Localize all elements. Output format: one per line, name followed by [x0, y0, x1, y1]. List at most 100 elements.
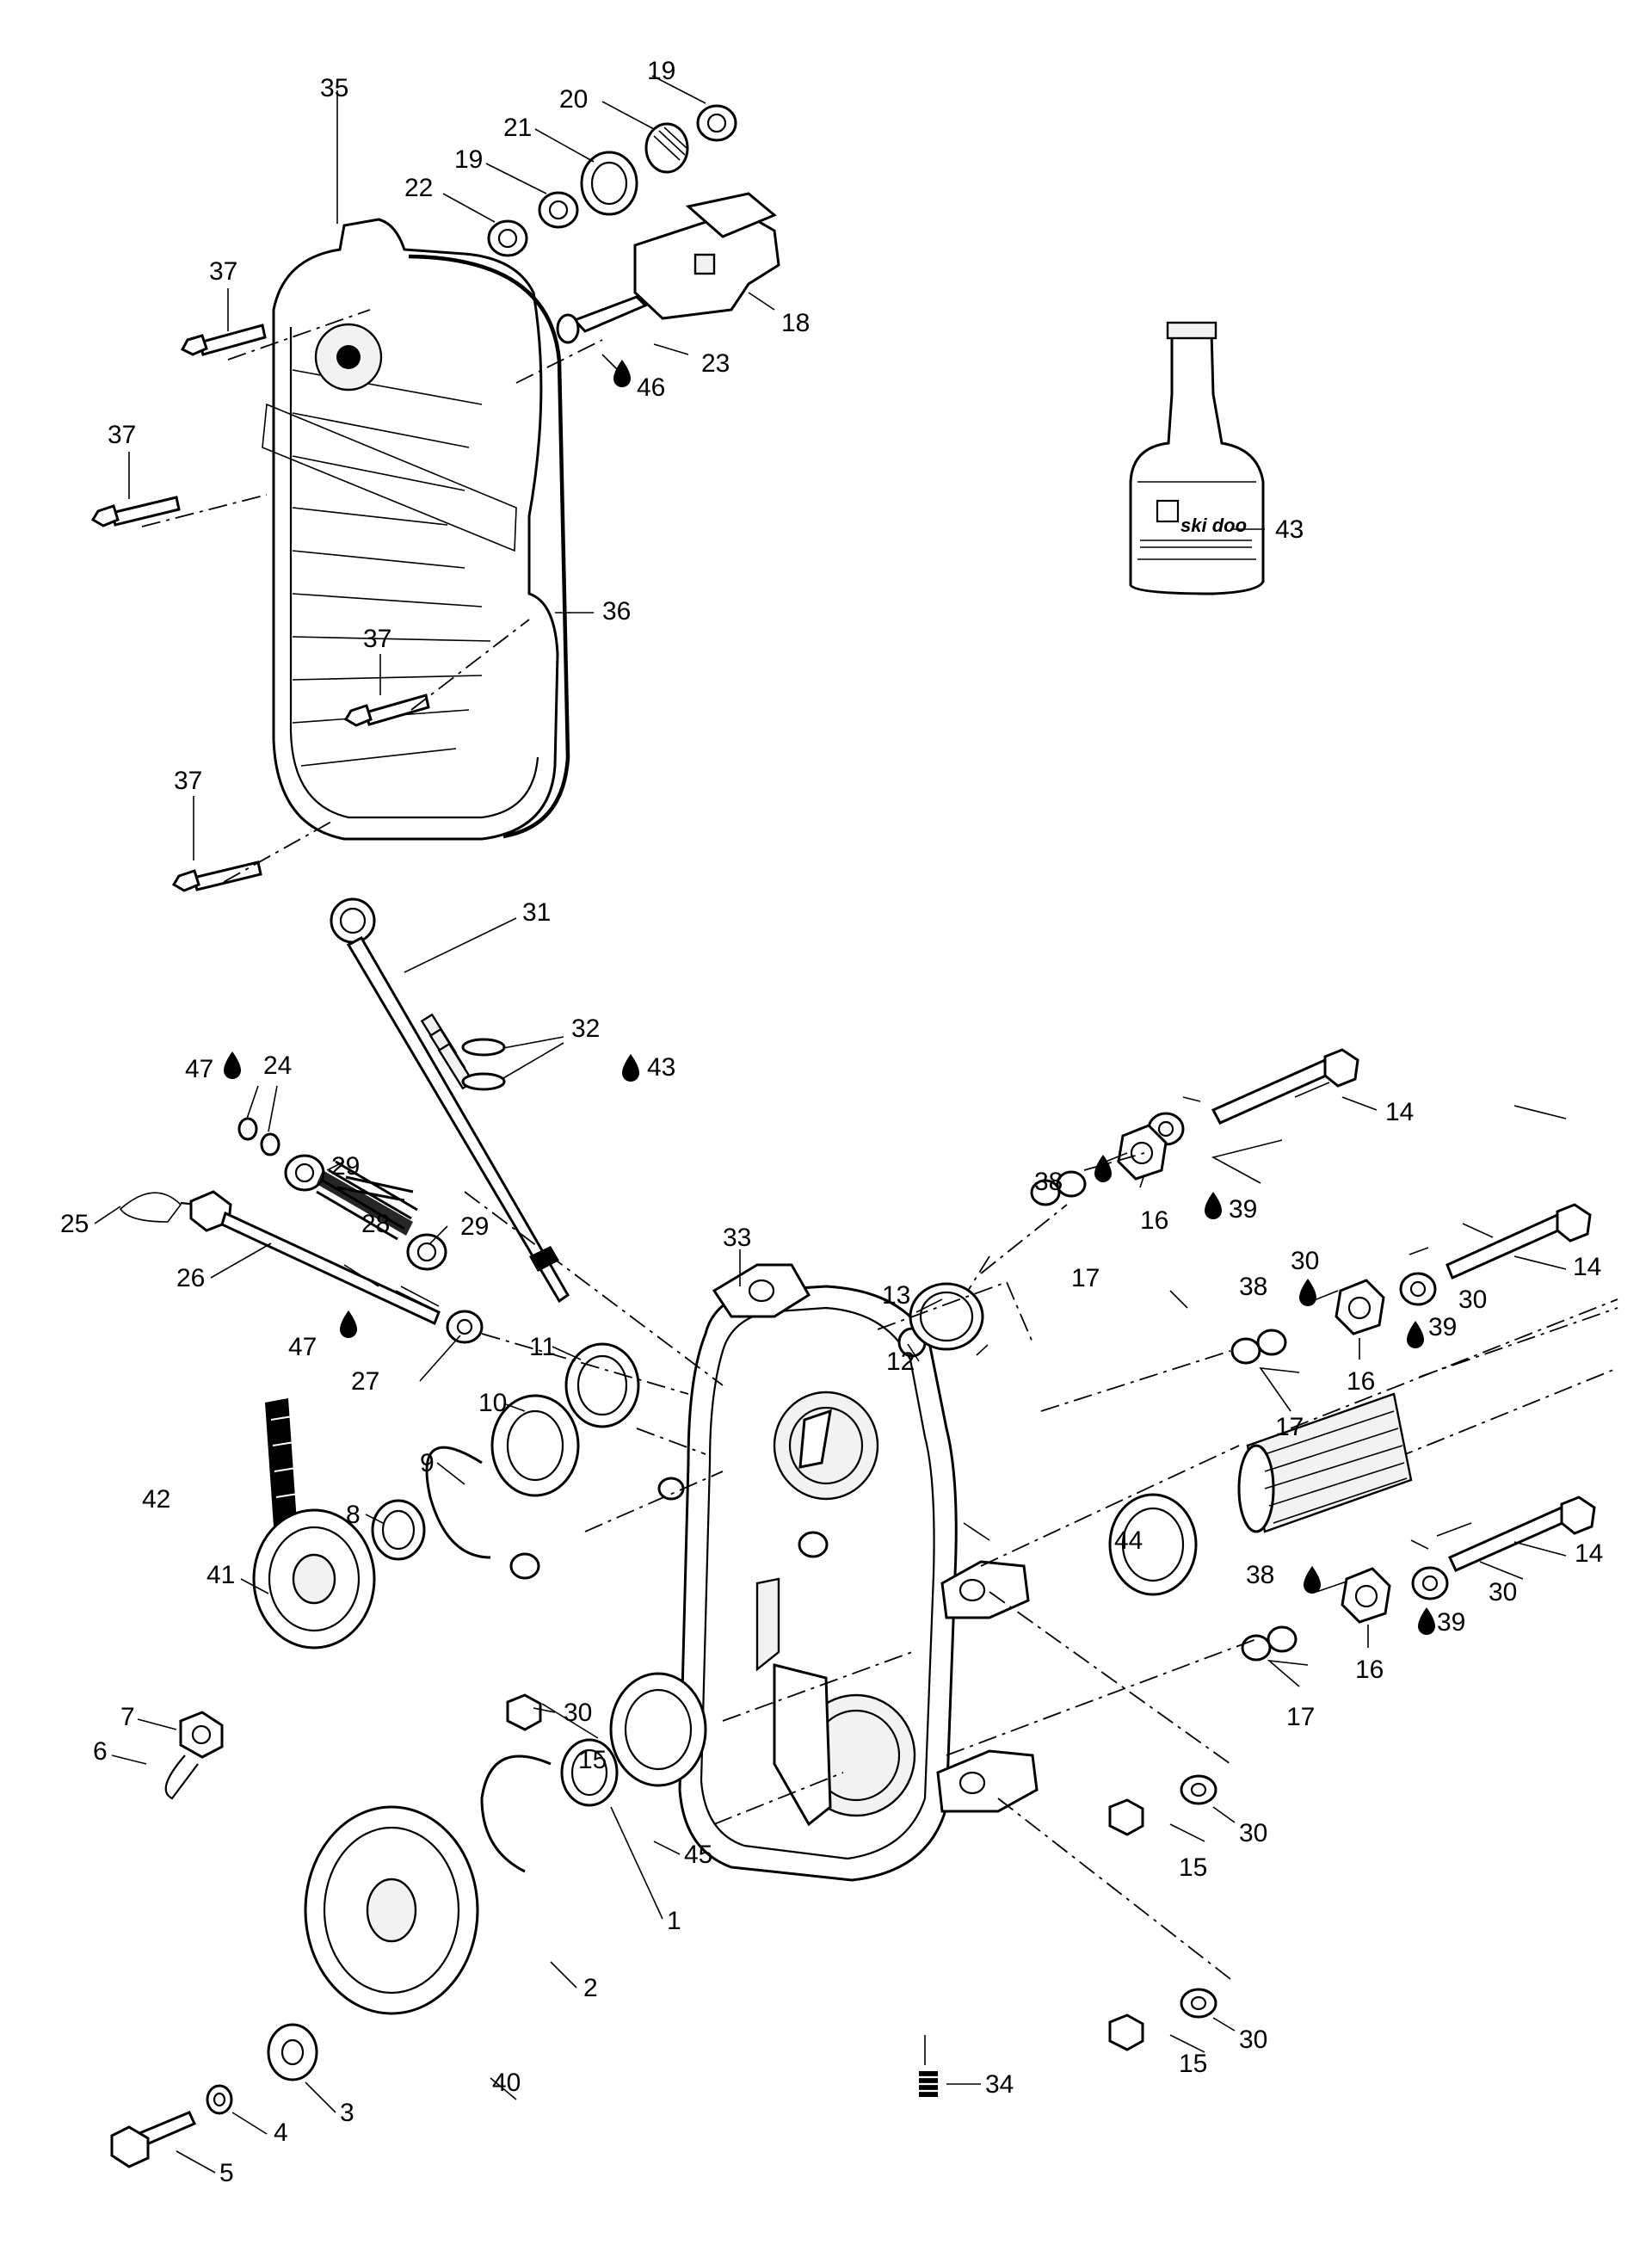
- callout-30: 30: [1239, 2026, 1267, 2054]
- callout-14: 14: [1385, 1098, 1414, 1126]
- oil-drop-icon: [1418, 1607, 1435, 1635]
- callout-24: 24: [263, 1051, 292, 1080]
- drain-plug: [919, 2071, 938, 2097]
- callout-8: 8: [346, 1501, 361, 1529]
- oil-drop-icon: [1304, 1566, 1321, 1594]
- callout-38: 38: [1034, 1168, 1063, 1196]
- callout-34: 34: [985, 2070, 1014, 2099]
- mounting-studs: [897, 1048, 1596, 2051]
- callout-30: 30: [1239, 1819, 1267, 1847]
- callout-46: 46: [637, 373, 665, 402]
- lower-sprocket-stack: [110, 1672, 707, 2168]
- callout-2: 2: [583, 1974, 598, 2002]
- callout-labels: 35 19 20 21 19 22 18 23 46 37 37 37 37 3…: [60, 57, 1603, 2187]
- oil-drop-icon: [224, 1051, 241, 1079]
- callout-18: 18: [781, 309, 810, 337]
- callout-14: 14: [1573, 1253, 1601, 1281]
- callout-47: 47: [185, 1055, 213, 1083]
- lubricant-drops: [224, 360, 1435, 1635]
- callout-29: 29: [460, 1212, 489, 1241]
- callout-21: 21: [503, 114, 532, 142]
- dipstick: [330, 897, 570, 1304]
- upper-sprocket-stack: [164, 1342, 640, 1800]
- callout-9: 9: [420, 1449, 435, 1477]
- callout-14: 14: [1575, 1539, 1603, 1568]
- callout-3: 3: [340, 2099, 354, 2127]
- callout-37: 37: [363, 625, 391, 653]
- callout-16: 16: [1140, 1206, 1168, 1235]
- assembly-center-lines: [141, 309, 1257, 1980]
- callout-33: 33: [723, 1224, 751, 1252]
- callout-37: 37: [108, 421, 136, 449]
- callout-29: 29: [331, 1152, 360, 1181]
- callout-30: 30: [1291, 1247, 1319, 1275]
- callout-1: 1: [667, 1907, 681, 1935]
- callout-11: 11: [529, 1333, 556, 1361]
- callout-13: 13: [882, 1281, 910, 1310]
- callout-43: 43: [647, 1053, 675, 1082]
- leader-lines: [94, 75, 1567, 2174]
- callout-39: 39: [1437, 1608, 1465, 1637]
- callout-16: 16: [1355, 1656, 1384, 1684]
- callout-5: 5: [219, 2159, 234, 2187]
- adjuster-assembly: [119, 1117, 484, 1344]
- callout-44: 44: [1114, 1526, 1143, 1555]
- callout-10: 10: [478, 1389, 507, 1417]
- callout-23: 23: [701, 349, 730, 378]
- chaincase-cover: [262, 218, 570, 841]
- bottle-brand-text: ski doo: [1180, 515, 1247, 536]
- callout-37: 37: [209, 257, 237, 286]
- callout-22: 22: [404, 174, 433, 202]
- oil-drop-icon: [622, 1054, 639, 1082]
- callout-31: 31: [522, 898, 551, 927]
- callout-32: 32: [571, 1014, 600, 1043]
- callout-12: 12: [886, 1347, 915, 1376]
- callout-15: 15: [1179, 1853, 1207, 1882]
- callout-17: 17: [1286, 1703, 1315, 1731]
- callout-35: 35: [320, 74, 348, 102]
- callout-15: 15: [578, 1746, 607, 1774]
- callout-30: 30: [1489, 1578, 1517, 1606]
- callout-19: 19: [454, 145, 483, 174]
- oil-drop-icon: [613, 360, 631, 387]
- callout-19: 19: [647, 57, 675, 85]
- callout-20: 20: [559, 85, 588, 114]
- oil-drop-icon: [1299, 1279, 1316, 1306]
- tensioner-assembly: [487, 104, 780, 344]
- callout-42: 42: [142, 1485, 170, 1514]
- callout-17: 17: [1275, 1413, 1304, 1441]
- callout-40: 40: [492, 2069, 521, 2097]
- callout-30: 30: [1458, 1286, 1487, 1314]
- callout-36: 36: [602, 597, 631, 626]
- oil-drop-icon: [340, 1310, 357, 1338]
- callout-16: 16: [1347, 1367, 1375, 1396]
- callout-27: 27: [351, 1367, 379, 1396]
- callout-39: 39: [1229, 1195, 1257, 1224]
- oil-drop-icon: [1407, 1321, 1424, 1348]
- callout-39: 39: [1428, 1313, 1457, 1341]
- spring: [316, 1160, 418, 1241]
- callout-28: 28: [361, 1210, 390, 1238]
- oil-drop-icon: [1094, 1155, 1112, 1182]
- callout-26: 26: [176, 1264, 205, 1292]
- callout-4: 4: [274, 2118, 288, 2147]
- callout-15: 15: [1179, 2050, 1207, 2078]
- chaincase-housing: [657, 1263, 1039, 1882]
- callout-30: 30: [564, 1699, 592, 1727]
- callout-17: 17: [1071, 1264, 1100, 1292]
- callout-47: 47: [288, 1333, 317, 1361]
- callout-38: 38: [1239, 1273, 1267, 1301]
- oil-drop-icon: [1205, 1192, 1222, 1219]
- callout-41: 41: [206, 1561, 235, 1589]
- cover-bolts: [90, 324, 430, 892]
- callout-6: 6: [93, 1737, 108, 1766]
- callout-38: 38: [1246, 1561, 1274, 1589]
- callout-45: 45: [684, 1841, 712, 1869]
- callout-43: 43: [1275, 515, 1304, 544]
- callout-7: 7: [120, 1703, 135, 1731]
- drive-shaft: [1237, 1298, 1618, 1533]
- callout-37: 37: [174, 767, 202, 795]
- callout-25: 25: [60, 1210, 89, 1238]
- oil-bottle: ski doo: [1129, 321, 1265, 595]
